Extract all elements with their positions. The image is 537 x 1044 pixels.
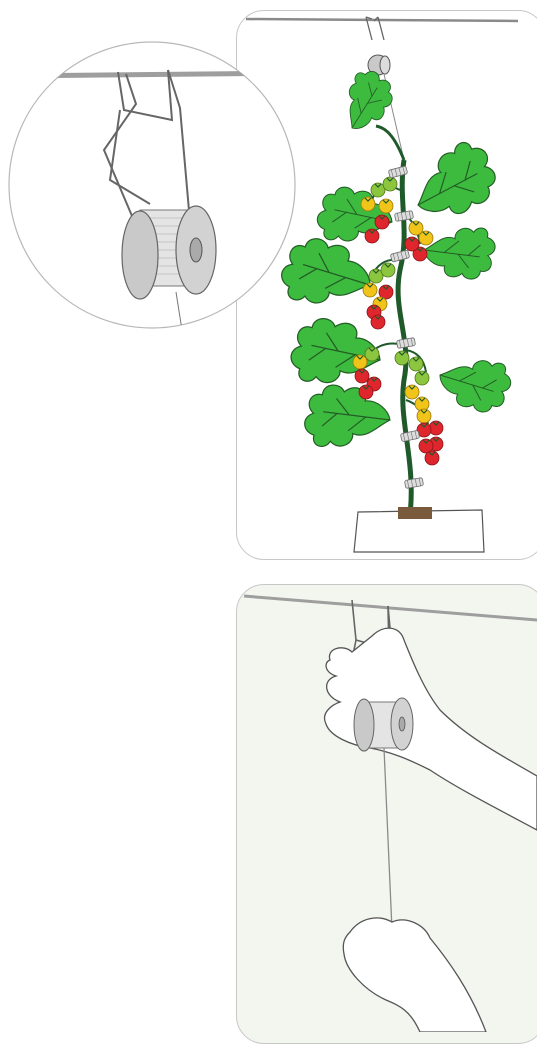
rockwool-block: [354, 507, 484, 552]
tomato-plant: [276, 65, 515, 515]
greenhouse-wire: [246, 19, 518, 21]
hands-scene: [244, 596, 537, 1032]
small-reel: [354, 698, 413, 751]
tomato-cluster: [363, 263, 395, 329]
lower-hand: [343, 918, 486, 1032]
detail-circle: [9, 42, 300, 330]
tomato-cluster: [417, 409, 443, 465]
